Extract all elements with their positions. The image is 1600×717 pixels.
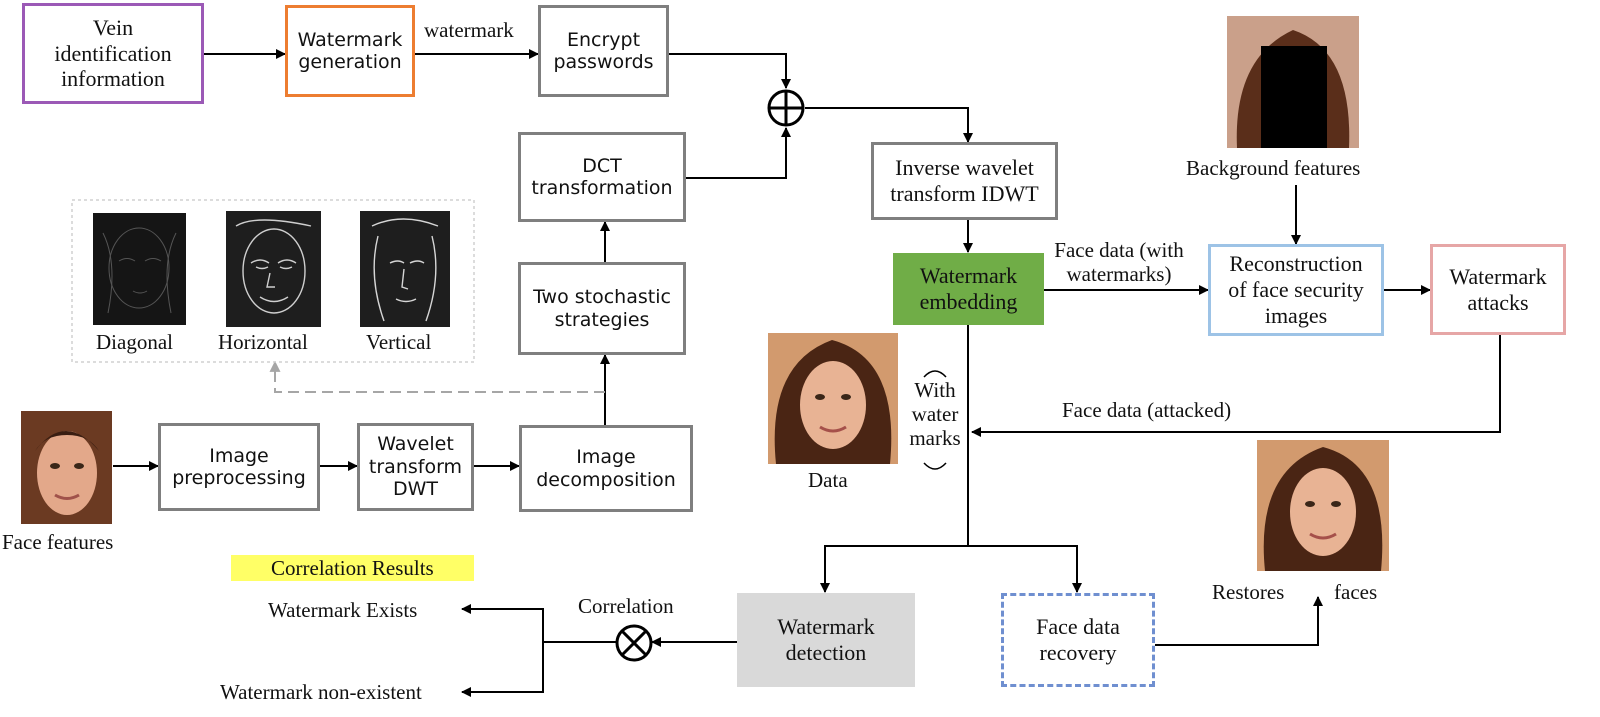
horizontal-label: Horizontal bbox=[218, 330, 308, 354]
arrow-split-to-detect bbox=[820, 545, 968, 593]
data-label: Data bbox=[808, 468, 848, 492]
dashed-arrow-to-subbands bbox=[269, 360, 605, 393]
arrow-combine-to-idwt bbox=[805, 107, 973, 143]
brace-bottom bbox=[923, 462, 947, 470]
times-circle-icon bbox=[614, 623, 654, 663]
diagonal-edge-image bbox=[93, 213, 186, 325]
arrow-recovery-to-restored bbox=[1155, 596, 1323, 646]
vertical-label: Vertical bbox=[366, 330, 432, 354]
arrow-dct-to-combine bbox=[686, 127, 791, 179]
face-features-photo bbox=[21, 411, 112, 524]
watermark-generation-box: Watermark generation bbox=[285, 5, 415, 97]
subband-panel-border bbox=[71, 199, 475, 363]
data-face-photo bbox=[768, 333, 898, 464]
watermark-label: watermark bbox=[424, 18, 514, 42]
vein-identification-box: Vein identification information bbox=[22, 3, 204, 104]
watermark-attacks-box: Watermark attacks bbox=[1430, 244, 1566, 335]
horizontal-edge-image bbox=[226, 211, 321, 327]
arrow-encrypt-to-combine bbox=[669, 53, 791, 89]
with-water-marks-label: With water marks bbox=[909, 378, 961, 451]
arrow-to-wm-nonexistent bbox=[461, 642, 544, 697]
watermark-exists-label: Watermark Exists bbox=[268, 598, 418, 622]
faces-label: faces bbox=[1334, 580, 1378, 604]
image-preprocessing-box: Image preprocessing bbox=[158, 423, 320, 511]
inverse-wavelet-box: Inverse wavelet transform IDWT bbox=[871, 142, 1058, 220]
vertical-edge-image bbox=[360, 211, 450, 327]
watermark-nonexistent-label: Watermark non-existent bbox=[220, 680, 422, 704]
face-data-with-label: Face data (with watermarks) bbox=[1054, 238, 1184, 287]
watermark-embedding-box: Watermark embedding bbox=[893, 253, 1044, 325]
brace-top bbox=[923, 370, 947, 378]
image-decomposition-box: Image decomposition bbox=[519, 425, 693, 512]
watermark-detection-box: Watermark detection bbox=[737, 593, 915, 687]
correlation-label: Correlation bbox=[578, 594, 674, 618]
plus-circle-icon bbox=[766, 88, 806, 128]
background-features-photo bbox=[1227, 16, 1359, 148]
correlation-results-label: Correlation Results bbox=[231, 555, 474, 582]
diagonal-label: Diagonal bbox=[96, 330, 173, 354]
reconstruction-box: Reconstruction of face security images bbox=[1208, 244, 1384, 336]
face-features-label: Face features bbox=[2, 530, 114, 554]
wavelet-transform-box: Wavelet transform DWT bbox=[357, 423, 474, 511]
encrypt-passwords-box: Encrypt passwords bbox=[538, 5, 669, 97]
arrow-attacks-to-main bbox=[971, 335, 1501, 437]
restored-face-photo bbox=[1257, 440, 1389, 571]
face-data-attacked-label: Face data (attacked) bbox=[1062, 398, 1232, 422]
dct-transformation-box: DCT transformation bbox=[518, 132, 686, 222]
background-features-label: Background features bbox=[1186, 156, 1361, 180]
two-stochastic-strategies-box: Two stochastic strategies bbox=[518, 262, 686, 355]
arrow-split-to-recovery bbox=[968, 545, 1082, 593]
face-data-recovery-box: Face data recovery bbox=[1001, 593, 1155, 687]
arrow-to-wm-exists bbox=[461, 604, 544, 642]
restores-label: Restores bbox=[1212, 580, 1285, 604]
